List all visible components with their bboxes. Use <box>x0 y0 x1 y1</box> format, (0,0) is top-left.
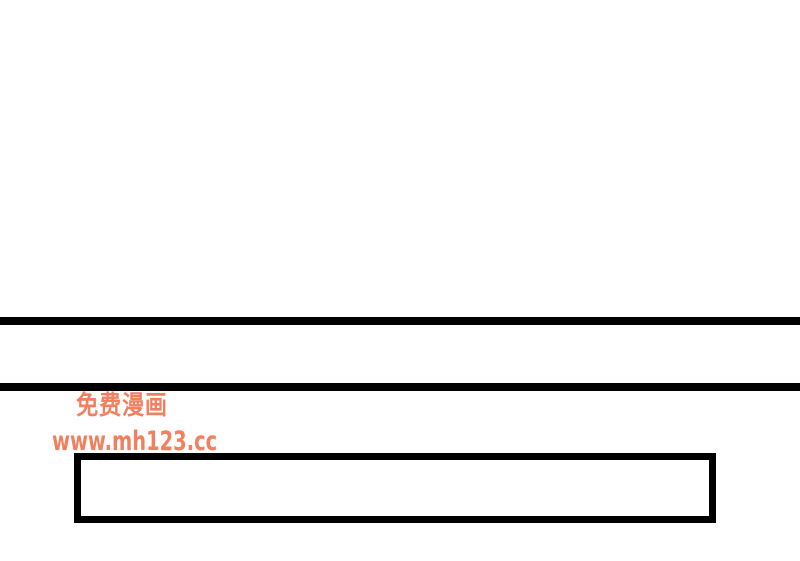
watermark: 免费漫画 www.mh123.cc <box>52 391 217 457</box>
caption-box <box>74 453 716 523</box>
watermark-title: 免费漫画 <box>76 391 168 421</box>
panel-divider-top <box>0 317 800 325</box>
panel-divider-bottom <box>0 383 800 391</box>
